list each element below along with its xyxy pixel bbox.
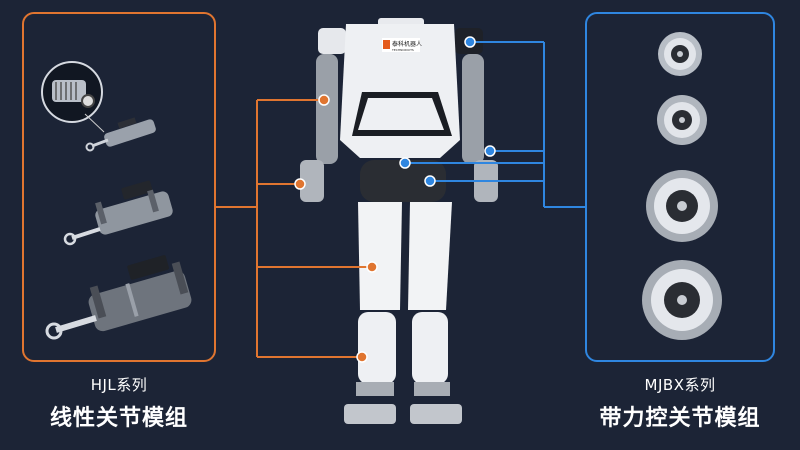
hjl-series-label: HJL系列 [90, 376, 148, 394]
chest-logo-subtext: TECHNODUITS [391, 48, 414, 52]
linear-module-connectors [216, 99, 372, 358]
force-module-title: 带力控关节模组 [599, 406, 761, 431]
mjbx-series-label: MJBX系列 [644, 376, 716, 394]
rotary-module-2 [657, 95, 707, 145]
linear-module-title: 线性关节模组 [49, 406, 188, 431]
force-joint-markers [399, 36, 496, 187]
rotary-module-4 [642, 260, 722, 340]
chest-logo-text: 泰科机器人 [392, 40, 422, 48]
rotary-module-1 [658, 32, 702, 76]
linear-actuator-small [41, 61, 156, 152]
force-module-connectors [405, 41, 585, 208]
humanoid-robot: 泰科机器人 TECHNODUITS [300, 18, 498, 424]
force-module-panel [585, 12, 775, 362]
linear-actuator-medium [63, 180, 173, 246]
linear-actuator-large [45, 255, 192, 340]
rotary-module-3 [646, 170, 718, 242]
linear-joint-markers [294, 94, 378, 363]
linear-module-panel [22, 12, 216, 362]
